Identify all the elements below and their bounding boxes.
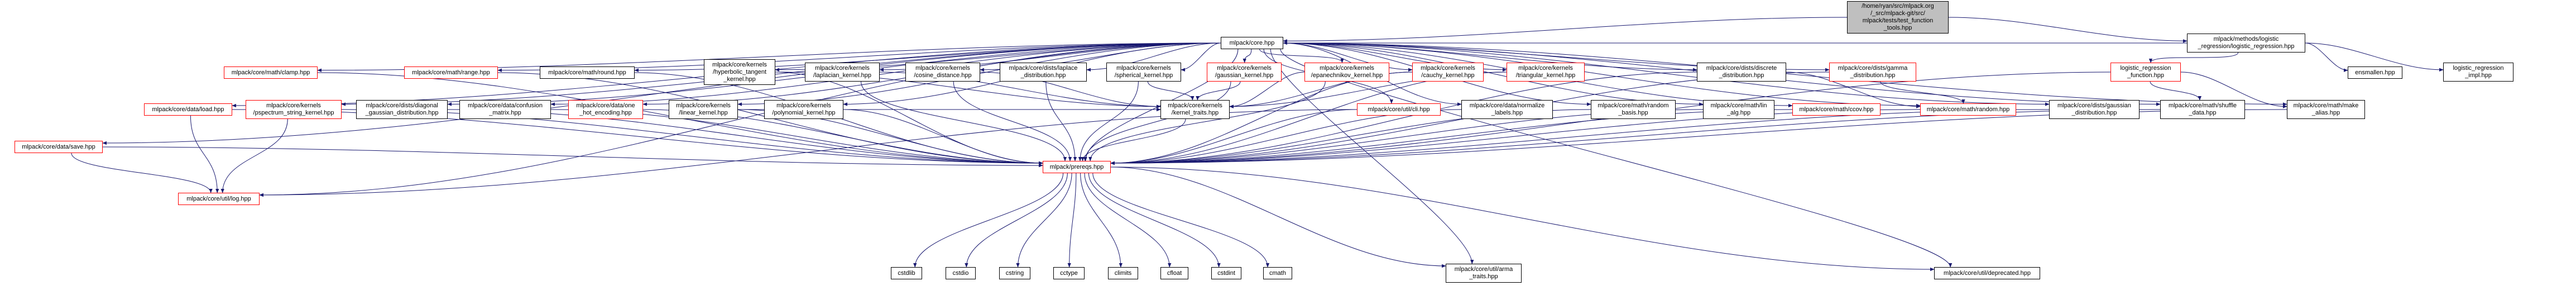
graph-node-random[interactable]: mlpack/core/math/random.hpp [1920,103,2016,116]
graph-node-logistic_fn[interactable]: logistic_regression _function.hpp [2110,63,2181,82]
include-edge-core-to-log [259,42,1221,197]
graph-node-cfloat: cfloat [1160,267,1188,279]
graph-node-save[interactable]: mlpack/core/data/save.hpp [15,141,103,153]
include-edge-lr-to-logistic_fn [2148,52,2239,63]
graph-node-laplace_dist[interactable]: mlpack/core/dists/laplace _distribution.… [1000,63,1087,82]
include-edge-spherical-to-kernel_traits [1147,81,1195,101]
include-edge-save-to-prereqs [102,146,1043,168]
include-edge-core-to-save [102,42,1221,145]
include-edge-root-to-core [1283,17,1848,43]
graph-node-ccov[interactable]: mlpack/core/math/ccov.hpp [1792,103,1881,116]
graph-node-normalize[interactable]: mlpack/core/data/normalize _labels.hpp [1461,100,1553,119]
graph-node-cstring: cstring [999,267,1030,279]
include-edge-laplacian-to-prereqs [861,81,1067,161]
graph-node-diag_gauss[interactable]: mlpack/core/dists/diagonal _gaussian_dis… [356,100,448,119]
include-edge-gaussian_k-to-prereqs [1083,81,1231,161]
graph-node-load[interactable]: mlpack/core/data/load.hpp [144,103,232,116]
include-edge-core-to-gaussian_k [1243,49,1252,63]
graph-node-arma_traits[interactable]: mlpack/core/util/arma _traits.hpp [1446,264,1522,283]
graph-node-deprecated[interactable]: mlpack/core/util/deprecated.hpp [1934,267,2040,279]
include-edge-root-to-lr [1948,17,2188,43]
graph-node-make_alias[interactable]: mlpack/core/math/make _alias.hpp [2287,100,2365,119]
include-edge-ccov-to-prereqs [1110,109,1793,165]
include-edge-prereqs-to-cstdint [1088,173,1221,268]
graph-node-hyperbolic[interactable]: mlpack/core/kernels /hyperbolic_tangent … [704,59,775,85]
include-edge-pspectrum-to-prereqs [341,109,1043,165]
include-edge-discrete-to-prereqs [1110,72,1697,165]
include-edge-core-to-random [1283,42,1921,108]
include-edge-gamma-to-random [1880,81,1965,104]
graph-node-gamma[interactable]: mlpack/core/dists/gamma _distribution.hp… [1829,63,1916,82]
include-edge-lr-to-ensmallen [2305,42,2348,72]
include-edge-logistic_fn-to-shuffle [2150,81,2202,101]
include-edge-kernel_traits-to-prereqs [1081,118,1186,161]
include-edge-logistic_fn-to-make_alias [2180,72,2287,108]
include-edge-core-to-laplace_dist [1086,42,1221,72]
graph-node-cmath: cmath [1263,267,1292,279]
include-edge-pspectrum-to-log [220,118,288,193]
graph-node-log[interactable]: mlpack/core/util/log.hpp [178,193,260,205]
graph-node-gauss_dist[interactable]: mlpack/core/dists/gaussian _distribution… [2049,100,2140,119]
include-edge-prereqs-to-cmath [1092,173,1270,268]
include-edge-prereqs-to-deprecated [1110,166,1935,272]
graph-node-shuffle[interactable]: mlpack/core/math/shuffle _data.hpp [2160,100,2245,119]
include-edge-prereqs-to-cctype [1067,173,1077,268]
graph-node-lin_alg[interactable]: mlpack/core/math/lin _alg.hpp [1703,100,1774,119]
graph-node-one_hot[interactable]: mlpack/core/data/one _hot_encoding.hpp [568,100,643,119]
include-edge-cli-to-prereqs [1110,109,1357,165]
graph-node-round[interactable]: mlpack/core/math/round.hpp [540,66,635,79]
include-edge-gaussian_k-to-kernel_traits [1196,81,1241,101]
include-edge-lr-to-lr_impl [2305,42,2444,72]
graph-node-gaussian_k[interactable]: mlpack/core/kernels /gaussian_kernel.hpp [1207,63,1282,82]
graph-node-cli[interactable]: mlpack/core/util/cli.hpp [1357,103,1441,116]
include-edge-prereqs-to-cstring [1016,173,1072,268]
graph-node-cctype: cctype [1053,267,1085,279]
graph-node-random_basis[interactable]: mlpack/core/math/random _basis.hpp [1591,100,1676,119]
graph-node-root: /home/ryan/src/mlpack.org /_src/mlpack-g… [1847,1,1949,34]
graph-node-pspectrum[interactable]: mlpack/core/kernels /pspectrum_string_ke… [246,100,342,119]
graph-node-discrete[interactable]: mlpack/core/dists/discrete _distribution… [1697,63,1786,82]
include-edge-core-to-spherical [1181,42,1221,72]
include-edge-core-to-confusion [550,42,1221,106]
graph-node-climits: climits [1108,267,1138,279]
graph-node-linear[interactable]: mlpack/core/kernels /linear_kernel.hpp [669,100,738,119]
include-edge-cosine-to-prereqs [953,81,1072,161]
include-edge-prereqs-to-cstdio [965,173,1068,268]
graph-node-cstdlib: cstdlib [891,267,922,279]
include-edge-spherical-to-prereqs [1078,81,1139,161]
graph-node-range[interactable]: mlpack/core/math/range.hpp [404,66,498,79]
graph-node-lr_impl[interactable]: logistic_regression _impl.hpp [2443,63,2513,82]
graph-node-cauchy[interactable]: mlpack/core/kernels /cauchy_kernel.hpp [1412,63,1484,82]
graph-node-kernel_traits[interactable]: mlpack/core/kernels /kernel_traits.hpp [1160,100,1230,119]
graph-node-ensmallen: ensmallen.hpp [2348,66,2402,79]
include-edge-core-to-epanechnikov [1259,49,1344,63]
include-edge-load-to-log [190,115,219,193]
graph-node-prereqs[interactable]: mlpack/prereqs.hpp [1043,161,1111,173]
graph-node-cosine[interactable]: mlpack/core/kernels /cosine_distance.hpp [905,63,980,82]
graph-node-confusion[interactable]: mlpack/core/data/confusion _matrix.hpp [459,100,551,119]
include-edge-save-to-log [71,153,213,193]
graph-node-polynomial[interactable]: mlpack/core/kernels /polynomial_kernel.h… [764,100,843,119]
include-edge-epanechnikov-to-kernel_traits [1229,72,1305,108]
graph-node-cstdint: cstdint [1211,267,1241,279]
include-edge-gauss_dist-to-prereqs [1110,109,2050,165]
graph-node-spherical[interactable]: mlpack/core/kernels /spherical_kernel.hp… [1106,63,1181,82]
graph-node-clamp[interactable]: mlpack/core/math/clamp.hpp [224,66,318,79]
include-edge-prereqs-to-cfloat [1084,173,1172,268]
graph-node-cstdio: cstdio [946,267,976,279]
include-edge-prereqs-to-cstdlib [913,173,1064,268]
graph-node-lr[interactable]: mlpack/methods/logistic _regression/logi… [2187,34,2305,53]
include-edge-prereqs-to-arma_traits [1110,166,1446,268]
include-edge-epanechnikov-to-prereqs [1088,81,1326,161]
include-edge-laplace_dist-to-prereqs [1045,81,1077,161]
graph-node-core[interactable]: mlpack/core.hpp [1221,37,1283,49]
include-edge-core-to-gauss_dist [1283,42,2050,106]
graph-node-triangular[interactable]: mlpack/core/kernels /triangular_kernel.h… [1507,63,1585,82]
include-edge-discrete-to-random [1786,72,1921,108]
include-edge-prereqs-to-climits [1080,173,1123,268]
graph-node-laplacian[interactable]: mlpack/core/kernels /laplacian_kernel.hp… [805,63,880,82]
graph-node-epanechnikov[interactable]: mlpack/core/kernels /epanechnikov_kernel… [1304,63,1389,82]
